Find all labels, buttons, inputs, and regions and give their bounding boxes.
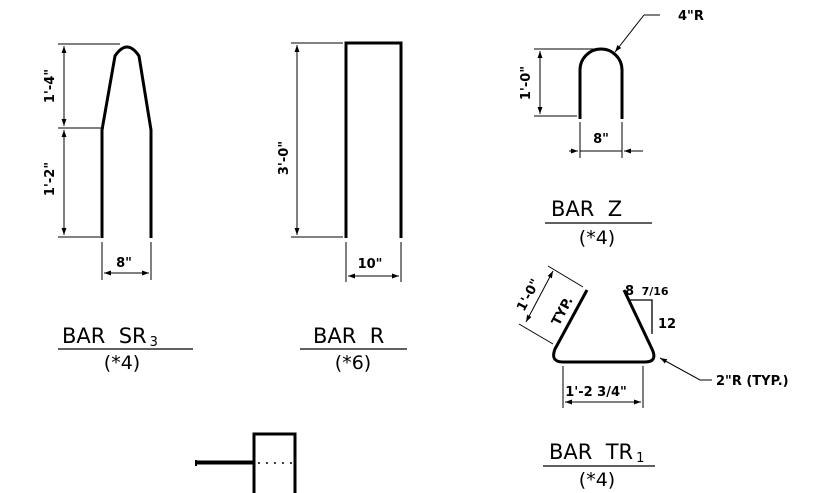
bar-tr1-shape	[552, 289, 656, 364]
bar-r-dim-height: 3'-0"	[277, 141, 292, 175]
bar-r-shape	[344, 41, 403, 238]
partial-bar-shape	[196, 432, 297, 464]
bar-sr3-shape	[100, 45, 153, 238]
bar-z-shape	[578, 47, 624, 119]
bar-tr1-dim-leg: 1'-0"	[514, 277, 543, 314]
bar-sr3-dim-width: 8"	[116, 256, 132, 271]
bar-sr3-qty: (*4)	[104, 352, 140, 374]
bar-r-detail: 3'-0" 10" BAR R (*6)	[277, 41, 407, 374]
bar-tr1-slope-rise: 12	[658, 317, 676, 332]
partial-bar-detail	[195, 432, 297, 493]
bar-z-qty: (*4)	[579, 227, 615, 249]
bar-tr1-slope-triangle	[630, 299, 653, 334]
bar-z-radius-note: 4"R	[678, 9, 704, 24]
bar-tr1-dim-leg-line	[525, 270, 554, 323]
bar-z-dim-width: 8"	[593, 132, 609, 147]
bar-r-qty: (*6)	[335, 352, 371, 374]
bar-tr1-qty: (*4)	[579, 469, 615, 491]
bar-tr1-detail: 8 7/16 12 1'-0" TYP. 1'-2 3/4" 2"R (TYP.…	[514, 265, 789, 491]
bar-tr1-dim-leg-note: TYP.	[549, 294, 577, 328]
bar-tr1-slope-run: 8 7/16	[625, 284, 669, 299]
bar-tr1-radius-note: 2"R (TYP.)	[716, 374, 789, 389]
bar-z-detail: 1'-0" 8" 4"R BAR Z (*4)	[519, 9, 704, 249]
bar-r-dim-width: 10"	[358, 257, 383, 272]
bar-r-title: BAR R	[313, 324, 384, 348]
bar-tr1-dim-base: 1'-2 3/4"	[565, 385, 627, 400]
bar-z-title: BAR Z	[551, 197, 622, 221]
bar-sr3-dim-lower: 1'-2"	[43, 162, 58, 196]
bar-sr3-dim-upper: 1'-4"	[43, 69, 58, 103]
bar-z-dim-height: 1'-0"	[519, 66, 534, 100]
bar-tr1-radius-leader	[659, 357, 712, 381]
